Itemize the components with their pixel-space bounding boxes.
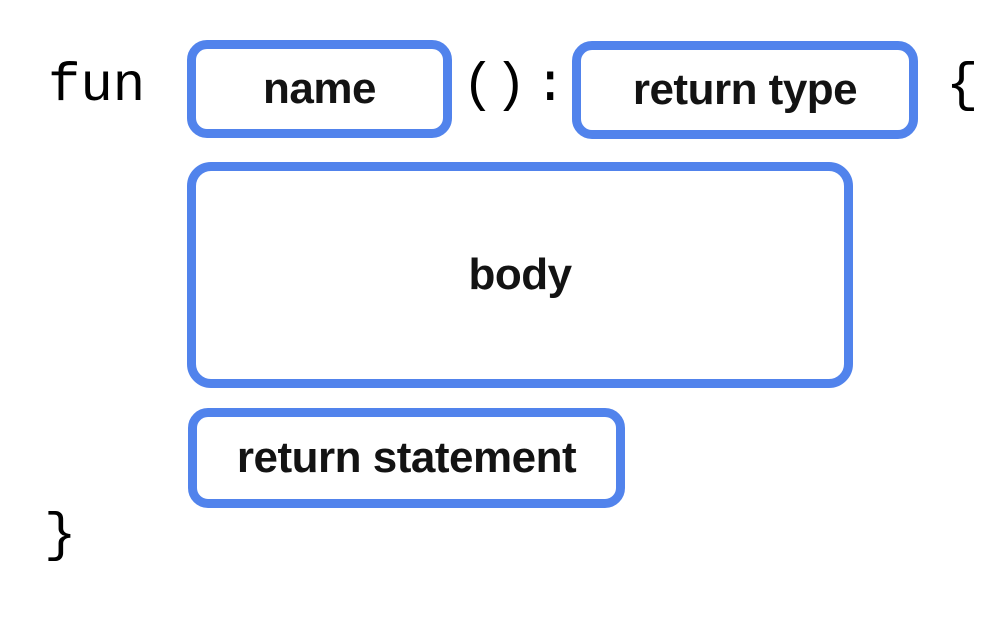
colon-token: : <box>534 56 567 117</box>
body-slot-label: body <box>468 250 572 299</box>
fun-keyword: fun <box>48 56 146 117</box>
return-statement-slot-box: return statement <box>188 408 625 508</box>
return-statement-slot-label: return statement <box>236 433 577 482</box>
name-slot-box: name <box>187 40 452 138</box>
body-slot-box: body <box>187 162 853 388</box>
return-type-slot-box: return type <box>572 41 918 139</box>
parentheses-token: () <box>462 56 527 117</box>
close-brace-token: } <box>44 506 77 567</box>
return-type-slot-label: return type <box>632 65 858 114</box>
open-brace-token: { <box>946 56 979 117</box>
name-slot-label: name <box>263 64 376 113</box>
